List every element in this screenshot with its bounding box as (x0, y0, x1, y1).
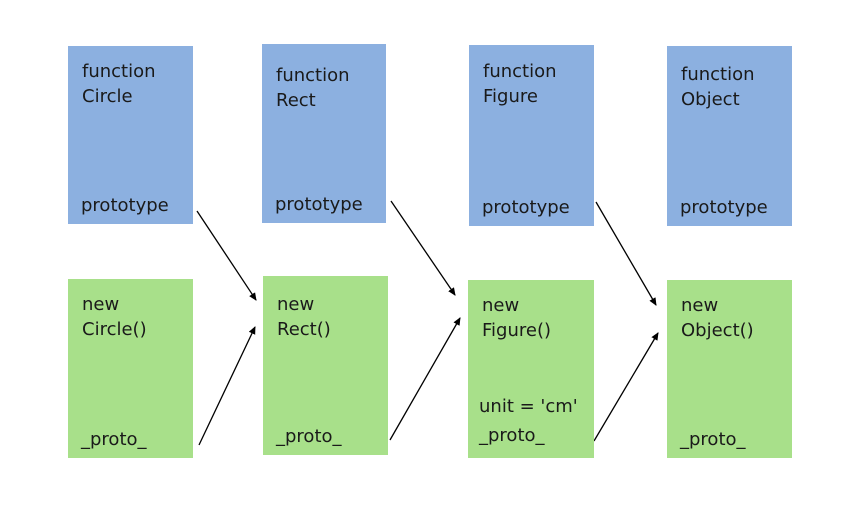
instance-name-label: Circle() (82, 319, 147, 340)
proto-slot-label: _proto_ (680, 429, 746, 450)
function-figure-box: function Figure prototype (469, 45, 594, 226)
prototype-slot-label: prototype (482, 197, 570, 218)
function-name-label: Figure (483, 86, 538, 107)
arrow-new-circle-proto-to-new-rect (198, 326, 256, 446)
function-name-label: Object (681, 89, 740, 110)
function-keyword-label: function (681, 64, 755, 85)
arrow-function-rect-prototype-to-new-figure (390, 200, 456, 296)
arrow-new-rect-proto-to-new-figure (389, 317, 461, 441)
instance-name-label: Figure() (482, 320, 552, 341)
new-keyword-label: new (277, 294, 315, 315)
proto-slot-label: _proto_ (276, 426, 342, 447)
new-figure-box: new Figure() unit = 'cm' _proto_ (468, 280, 594, 458)
arrow-function-figure-prototype-to-new-object (595, 201, 657, 306)
new-object-box: new Object() _proto_ (667, 280, 792, 458)
arrow-new-figure-proto-to-new-object (593, 332, 659, 442)
new-circle-box: new Circle() _proto_ (68, 279, 193, 458)
unit-assignment-label: unit = 'cm' (479, 396, 578, 417)
instance-name-label: Rect() (277, 319, 331, 340)
prototype-slot-label: prototype (81, 195, 169, 216)
new-keyword-label: new (681, 295, 719, 316)
proto-slot-label: _proto_ (81, 429, 147, 450)
function-name-label: Circle (82, 86, 133, 107)
function-name-label: Rect (276, 90, 316, 111)
function-keyword-label: function (82, 61, 156, 82)
new-rect-box: new Rect() _proto_ (263, 276, 388, 455)
function-object-box: function Object prototype (667, 46, 792, 226)
instance-name-label: Object() (681, 320, 754, 341)
arrow-function-circle-prototype-to-new-rect (196, 210, 257, 301)
function-keyword-label: function (483, 61, 557, 82)
prototype-slot-label: prototype (275, 194, 363, 215)
proto-slot-label: _proto_ (479, 425, 545, 446)
function-keyword-label: function (276, 65, 350, 86)
function-circle-box: function Circle prototype (68, 46, 193, 224)
function-rect-box: function Rect prototype (262, 44, 386, 223)
new-keyword-label: new (82, 294, 120, 315)
new-keyword-label: new (482, 295, 520, 316)
prototype-slot-label: prototype (680, 197, 768, 218)
